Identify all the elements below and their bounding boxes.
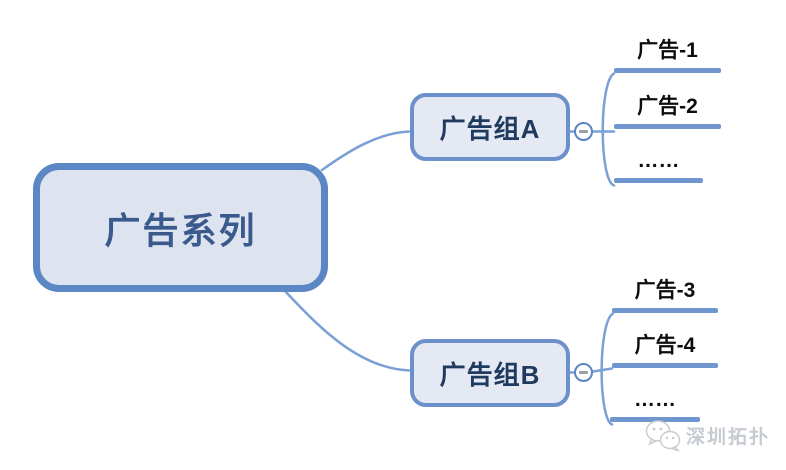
wechat-logo-icon bbox=[645, 420, 681, 452]
subtopic-label: 广告-1 bbox=[637, 39, 698, 62]
connector-a-fan-arc bbox=[601, 72, 616, 187]
subtopic-underline bbox=[612, 363, 718, 368]
topic-group-b[interactable]: 广告组B bbox=[410, 339, 570, 407]
watermark-text: 深圳拓扑 bbox=[686, 427, 771, 448]
subtopic-underline bbox=[614, 68, 721, 73]
subtopic-ad-3[interactable]: 广告-3 bbox=[612, 276, 718, 313]
root-topic-label: 广告系列 bbox=[104, 209, 257, 251]
group-b-label: 广告组B bbox=[439, 359, 541, 390]
subtopic-ellipsis-a[interactable]: …… bbox=[614, 146, 703, 183]
subtopic-underline bbox=[610, 417, 700, 422]
subtopic-label: …… bbox=[634, 388, 676, 411]
subtopic-underline bbox=[614, 178, 703, 183]
collapse-button-group-a[interactable] bbox=[574, 122, 593, 141]
subtopic-ellipsis-b[interactable]: …… bbox=[610, 385, 700, 422]
minus-icon bbox=[579, 130, 588, 133]
connector-root-to-group-b bbox=[280, 286, 411, 372]
root-topic[interactable]: 广告系列 bbox=[33, 163, 328, 292]
subtopic-label: 广告-4 bbox=[634, 334, 696, 357]
subtopic-label: 广告-3 bbox=[634, 279, 696, 302]
topic-group-a[interactable]: 广告组A bbox=[410, 93, 570, 161]
subtopic-ad-4[interactable]: 广告-4 bbox=[612, 331, 718, 368]
subtopic-label: …… bbox=[637, 149, 680, 172]
connector-b-fan-arc bbox=[600, 312, 615, 426]
minus-icon bbox=[579, 371, 588, 374]
subtopic-underline bbox=[614, 124, 721, 129]
subtopic-ad-1[interactable]: 广告-1 bbox=[614, 36, 721, 73]
subtopic-underline bbox=[612, 308, 718, 313]
watermark: 深圳拓扑 bbox=[644, 419, 770, 452]
group-a-label: 广告组A bbox=[439, 113, 541, 144]
connector-root-to-group-a bbox=[320, 130, 411, 172]
subtopic-label: 广告-2 bbox=[637, 95, 698, 118]
collapse-button-group-b[interactable] bbox=[574, 363, 593, 382]
subtopic-ad-2[interactable]: 广告-2 bbox=[614, 92, 721, 129]
